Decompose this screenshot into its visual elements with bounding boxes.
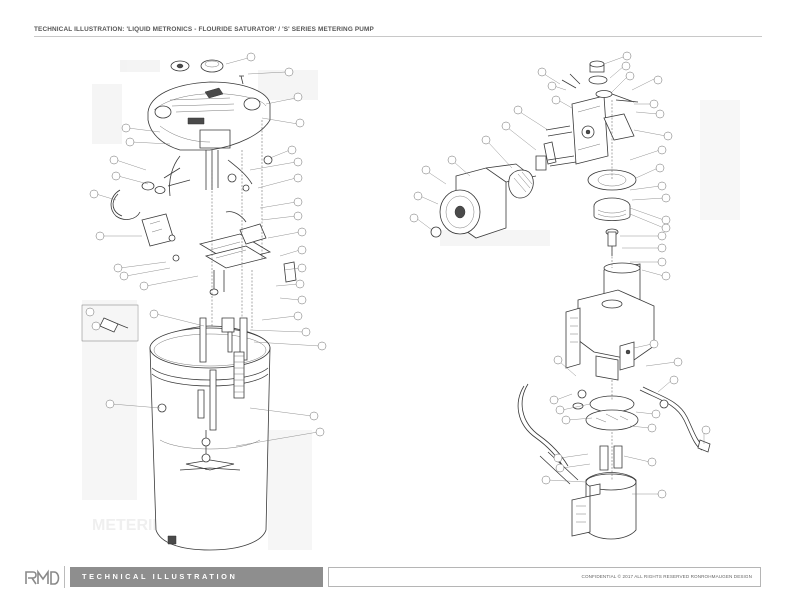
detail-inset-frame <box>81 304 139 342</box>
saturator-callouts <box>85 52 327 447</box>
right-watermark <box>440 100 740 246</box>
footer-info-box: CONFIDENTIAL © 2017 ALL RIGHTS RESERVED … <box>328 567 761 587</box>
footer-copyright: CONFIDENTIAL © 2017 ALL RIGHTS RESERVED … <box>581 574 752 579</box>
footer-divider <box>64 566 65 588</box>
page-header-title: TECHNICAL ILLUSTRATION: 'LIQUID METRONIC… <box>34 26 374 33</box>
footer-section-label: TECHNICAL ILLUSTRATION <box>82 572 238 581</box>
pump-callouts <box>409 51 711 499</box>
rmd-logo <box>24 566 60 588</box>
header-divider <box>34 36 762 37</box>
footer-section-bar: TECHNICAL ILLUSTRATION <box>70 567 323 587</box>
pump-drawing <box>430 60 711 540</box>
saturator-drawing <box>81 59 297 551</box>
